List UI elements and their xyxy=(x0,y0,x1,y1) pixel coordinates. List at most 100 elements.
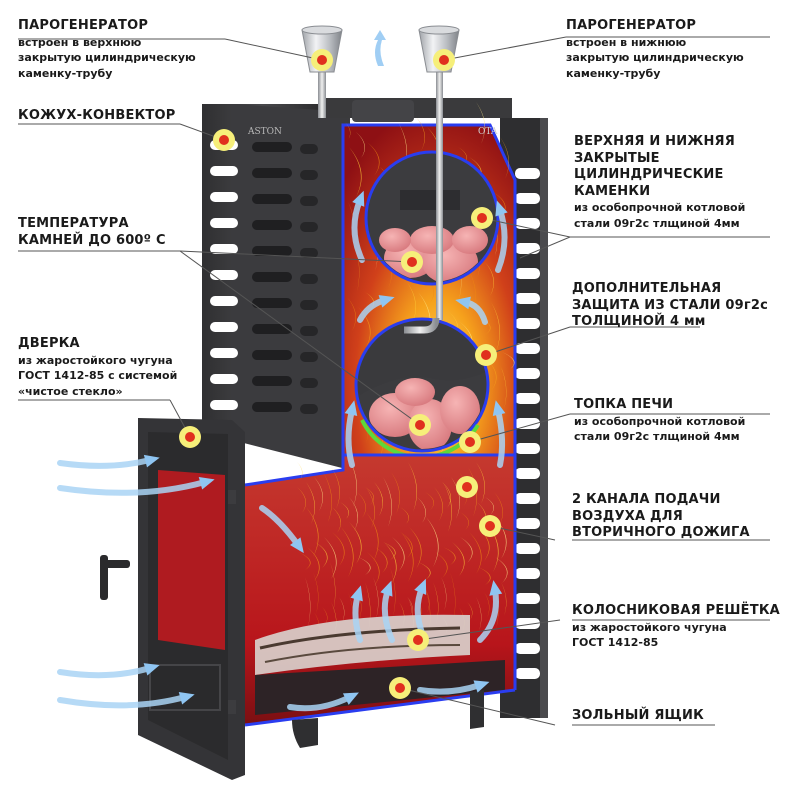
callout-marker-icon xyxy=(401,251,423,273)
airflow-arrow-icon xyxy=(351,197,365,263)
ash-drawer-body xyxy=(255,660,505,715)
airflow-arrow-icon xyxy=(477,587,499,643)
label-title: ПАРОГЕНЕРАТОР xyxy=(18,18,149,33)
label-convector-casing: КОЖУХ-КОНВЕКТОР xyxy=(18,108,175,125)
brand-logo-right: OTA xyxy=(478,127,498,137)
vent-slot xyxy=(515,343,540,354)
vent-slot xyxy=(210,244,238,254)
airflow-arrow-head xyxy=(473,680,490,693)
airflow-arrow-head xyxy=(143,454,160,468)
casing-vent-slots-left xyxy=(210,140,318,414)
leader-line xyxy=(224,38,323,61)
label-door: ДВЕРКА из жаростойкого чугуна ГОСТ 1412-… xyxy=(18,336,177,399)
vent-slot xyxy=(515,643,540,654)
stone xyxy=(379,228,411,252)
callout-marker-icon xyxy=(213,129,235,151)
vent-slot xyxy=(300,222,318,232)
label-grate: КОЛОСНИКОВАЯ РЕШЁТКА из жаростойкого чуг… xyxy=(572,603,780,651)
vent-slot xyxy=(515,593,540,604)
callout-marker-icon xyxy=(407,629,429,651)
label-subtitle: из жаростойкого чугуна ГОСТ 1412-85 с си… xyxy=(18,353,178,398)
label-title: ДОПОЛНИТЕЛЬНАЯ ЗАЩИТА ИЗ СТАЛИ 09г2с ТОЛ… xyxy=(572,281,769,329)
airflow-arrow-head xyxy=(378,295,395,308)
vent-slot xyxy=(252,324,292,334)
vent-slot xyxy=(252,220,292,230)
airflow-arrow-head xyxy=(489,580,503,596)
vent-slot xyxy=(210,192,238,202)
label-air-channels: 2 КАНАЛА ПОДАЧИ ВОЗДУХА ДЛЯ ВТОРИЧНОГО Д… xyxy=(572,492,750,542)
airflow-arrow-head xyxy=(350,585,363,602)
vent-slot xyxy=(252,168,292,178)
vent-slot xyxy=(515,493,540,504)
vent-slot xyxy=(252,298,292,308)
callout-marker-icon xyxy=(471,207,493,229)
callout-marker-icon xyxy=(179,426,201,448)
label-stone-temperature: ТЕМПЕРАТУРА КАМНЕЙ ДО 600º С xyxy=(18,216,166,249)
leader-lines xyxy=(18,36,770,726)
airflow-arrow-head xyxy=(492,400,506,417)
airflow-arrow-head xyxy=(352,190,365,207)
vent-slot xyxy=(252,272,292,282)
vent-slot xyxy=(515,618,540,629)
label-title: ПАРОГЕНЕРАТОР xyxy=(566,18,697,33)
vent-slot xyxy=(300,378,318,388)
vent-slot xyxy=(515,268,540,279)
label-title: 2 КАНАЛА ПОДАЧИ ВОЗДУХА ДЛЯ ВТОРИЧНОГО Д… xyxy=(572,492,750,540)
label-steam-generator-upper: ПАРОГЕНЕРАТОР встроен в верхнюю закрытую… xyxy=(18,18,196,81)
vent-slot xyxy=(210,322,238,332)
airflow-arrow-head xyxy=(414,578,427,595)
vent-slot xyxy=(300,326,318,336)
vent-slot xyxy=(515,168,540,179)
callout-marker-icon xyxy=(475,344,497,366)
vent-slot xyxy=(252,350,292,360)
label-steam-generator-lower: ПАРОГЕНЕРАТОР встроен в нижнюю закрытую … xyxy=(566,18,744,81)
label-firebox: ТОПКА ПЕЧИ из особопрочной котловой стал… xyxy=(574,397,745,445)
stone xyxy=(395,378,435,406)
airflow-arrow-head xyxy=(495,200,508,217)
airflow-arrow-icon xyxy=(57,457,153,469)
airflow-arrow-icon xyxy=(259,505,301,548)
callout-marker-icon xyxy=(389,677,411,699)
airflow-arrow-head xyxy=(455,296,471,310)
callout-marker-icon xyxy=(433,49,455,71)
leader-line xyxy=(443,36,567,61)
firebox xyxy=(244,453,517,748)
vent-slot xyxy=(515,293,540,304)
label-subtitle: из особопрочной котловой стали 09г2с тлщ… xyxy=(574,414,746,444)
airflow-arrow-icon xyxy=(345,407,355,468)
label-title: ДВЕРКА xyxy=(18,336,80,351)
vent-slot xyxy=(300,352,318,362)
brand-logo-left: ASTON xyxy=(247,127,282,137)
flue-collar xyxy=(352,100,414,122)
leader-line xyxy=(485,326,571,356)
label-title: ВЕРХНЯЯ И НИЖНЯЯ ЗАКРЫТЫЕ ЦИЛИНДРИЧЕСКИЕ… xyxy=(574,134,735,199)
airflow-arrow-head xyxy=(198,477,215,490)
vent-slot xyxy=(252,194,292,204)
vent-slot xyxy=(252,246,292,256)
label-closed-stone-chambers: ВЕРХНЯЯ И НИЖНЯЯ ЗАКРЫТЫЕ ЦИЛИНДРИЧЕСКИЕ… xyxy=(574,134,745,231)
label-subtitle: из особопрочной котловой стали 09г2с тлщ… xyxy=(574,201,746,230)
label-title: ТОПКА ПЕЧИ xyxy=(574,397,674,412)
leader-line xyxy=(417,619,561,641)
leader-line xyxy=(179,250,421,426)
vent-slot xyxy=(210,348,238,358)
leader-line xyxy=(399,687,556,726)
stone xyxy=(452,226,488,254)
stone xyxy=(410,226,454,254)
airflow-arrow-head xyxy=(143,663,160,676)
vent-slot xyxy=(210,400,238,410)
vent-slot xyxy=(210,296,238,306)
callout-marker-icon xyxy=(456,476,478,498)
airflow-arrow-icon xyxy=(57,665,153,679)
stove-foot xyxy=(470,690,484,729)
leader-line xyxy=(481,217,571,238)
vent-slot xyxy=(300,248,318,258)
lower-stone-chamber xyxy=(354,317,490,460)
vent-slot xyxy=(210,166,238,176)
airflow-arrow-icon xyxy=(495,407,506,468)
label-title: ЗОЛЬНЫЙ ЯЩИК xyxy=(572,708,704,723)
vent-slot xyxy=(515,443,540,454)
leader-line xyxy=(469,413,571,443)
label-title: КОЖУХ-КОНВЕКТОР xyxy=(18,108,176,123)
vent-slot xyxy=(515,393,540,404)
